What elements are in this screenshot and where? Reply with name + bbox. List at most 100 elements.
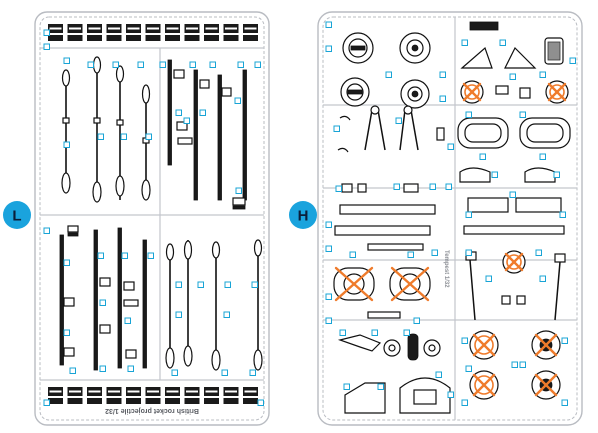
molded-block-part: [87, 24, 102, 41]
part-number-tag-icon: [257, 399, 264, 406]
part-number-tag-icon: [43, 43, 50, 50]
rocket-rod: [92, 56, 102, 203]
part-number-tag-icon: [43, 227, 50, 234]
part-number-tag-icon: [395, 117, 402, 124]
part-number-tag-icon: [447, 391, 454, 398]
lug-part: [99, 324, 111, 334]
part-number-tag-icon: [491, 171, 498, 178]
part-number-tag-icon: [509, 73, 516, 80]
lug-part: [199, 79, 210, 89]
tyre-part: [407, 333, 419, 361]
part-number-tag-icon: [224, 281, 231, 288]
part-number-tag-icon: [137, 61, 144, 68]
lever-part: [364, 105, 386, 151]
part-number-tag-icon: [237, 61, 244, 68]
long-strip-part: [334, 225, 431, 236]
part-number-tag-icon: [99, 299, 106, 306]
part-number-tag-icon: [127, 365, 134, 372]
part-number-tag-icon: [461, 399, 468, 406]
lug-part: [67, 225, 79, 233]
part-number-tag-icon: [197, 281, 204, 288]
part-number-tag-icon: [235, 187, 242, 194]
small-part: [516, 295, 526, 305]
panel-part: [467, 197, 509, 213]
part-number-tag-icon: [561, 337, 568, 344]
part-number-tag-icon: [435, 371, 442, 378]
unused-disc-marker: [460, 80, 484, 104]
part-number-tag-icon: [63, 57, 70, 64]
sprue-h-inner-frame: [322, 16, 578, 421]
long-strip-part: [367, 243, 424, 251]
part-number-tag-icon: [539, 71, 546, 78]
wheel-part: [340, 77, 370, 107]
molded-block-part: [184, 387, 200, 404]
part-number-tag-icon: [145, 133, 152, 140]
mesh-panel-part: [547, 41, 561, 61]
small-part: [501, 295, 511, 305]
part-number-tag-icon: [112, 61, 119, 68]
lug-part: [232, 205, 246, 210]
lug-part: [176, 121, 188, 131]
fairing-part: [459, 167, 491, 183]
rocket-rod: [141, 84, 151, 201]
molded-block-part: [67, 387, 83, 404]
small-part: [519, 87, 531, 99]
lug-part: [221, 87, 232, 97]
part-number-tag-icon: [189, 61, 196, 68]
part-number-tag-icon: [539, 153, 546, 160]
mount-plate-part: [413, 389, 437, 405]
part-number-tag-icon: [124, 317, 131, 324]
molded-block-part: [126, 387, 141, 404]
part-number-tag-icon: [87, 61, 94, 68]
wheel-part: [383, 339, 401, 357]
strut-part: [554, 253, 566, 321]
molded-block-part: [48, 24, 63, 41]
rocket-rod: [253, 239, 263, 371]
unused-disc-marker: [469, 330, 499, 360]
badge-h-letter: H: [298, 208, 309, 225]
unused-disc-marker: [502, 250, 526, 274]
rail-strip: [59, 234, 64, 366]
part-number-tag-icon: [43, 29, 50, 36]
frame-part: [457, 117, 509, 149]
part-number-tag-icon: [447, 143, 454, 150]
sprue-h: Tempest 1/32: [317, 11, 583, 426]
rocket-projectiles-top: [61, 56, 247, 210]
small-part: [341, 183, 353, 193]
part-number-tag-icon: [559, 211, 566, 218]
part-number-tag-icon: [335, 185, 342, 192]
molded-block-part: [106, 387, 122, 404]
strut-part: [465, 251, 477, 321]
part-number-tag-icon: [393, 183, 400, 190]
part-number-tag-icon: [121, 252, 128, 259]
clip-part: [337, 115, 351, 153]
molded-block-part: [243, 387, 258, 404]
sprue-l-inner-frame: [39, 16, 265, 421]
rocket-rod: [61, 69, 71, 194]
part-number-tag-icon: [199, 109, 206, 116]
grille-part: [469, 21, 499, 31]
part-number-tag-icon: [539, 275, 546, 282]
small-part: [403, 183, 419, 193]
lug-part: [123, 299, 139, 307]
part-number-tag-icon: [175, 109, 182, 116]
part-number-tag-icon: [371, 329, 378, 336]
lug-part: [63, 347, 75, 357]
long-strip-part: [367, 311, 401, 319]
part-number-tag-icon: [209, 61, 216, 68]
part-number-tag-icon: [377, 383, 384, 390]
part-number-tag-icon: [43, 399, 50, 406]
part-number-tag-icon: [461, 337, 468, 344]
unused-ring-marker: [333, 266, 375, 302]
sprue-h-frame: [317, 11, 583, 426]
molded-block-part: [106, 24, 122, 41]
part-number-tag-icon: [535, 249, 542, 256]
molded-block-part: [48, 387, 63, 404]
part-number-tag-icon: [485, 275, 492, 282]
part-number-tag-icon: [561, 399, 568, 406]
part-number-tag-icon: [499, 39, 506, 46]
part-number-tag-icon: [343, 383, 350, 390]
part-number-tag-icon: [63, 141, 70, 148]
part-number-tag-icon: [325, 317, 332, 324]
part-number-tag-icon: [97, 252, 104, 259]
